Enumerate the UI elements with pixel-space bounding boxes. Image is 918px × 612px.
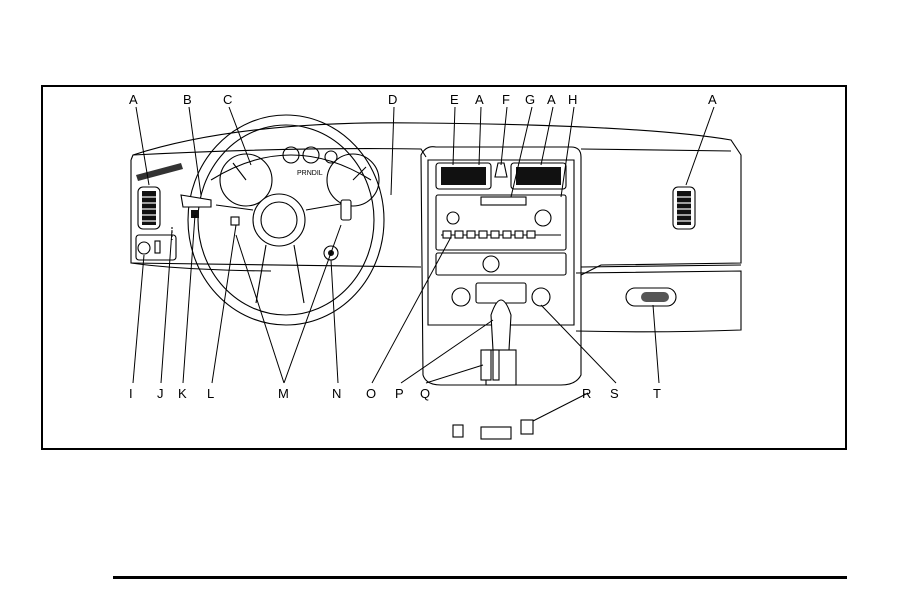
label-A: A [708,92,717,107]
bottom-labels: I J K L M N O P Q R S T [129,386,661,401]
label-I: I [129,386,133,401]
label-L: L [207,386,214,401]
right-climate-knob [532,288,550,306]
label-P: P [395,386,404,401]
center-stack [421,147,581,439]
left-steering-controls [231,217,239,225]
climate-controls [436,253,566,275]
label-G: G [525,92,535,107]
right-steering-controls [341,200,351,220]
label-K: K [178,386,187,401]
lower-switch-group [481,427,511,439]
gear-indicator-text: PRNDIL [297,170,323,177]
label-B: B [183,92,192,107]
label-A: A [129,92,138,107]
lower-switch [453,425,463,437]
glove-box [626,288,676,306]
steering-wheel [188,115,384,325]
label-T: T [653,386,661,401]
left-air-vent [138,187,160,229]
right-air-vent [673,187,695,229]
instrument-panel-diagram: P R N D I L [41,85,847,450]
label-E: E [450,92,459,107]
lower-switch [521,420,533,434]
left-climate-knob [452,288,470,306]
label-M: M [278,386,289,401]
label-H: H [568,92,577,107]
page-rule [113,576,847,579]
label-F: F [502,92,510,107]
left-defog-vent [136,163,183,181]
label-R: R [582,386,591,401]
label-S: S [610,386,619,401]
label-D: D [388,92,397,107]
instrument-cluster: PRNDIL [211,147,379,206]
label-N: N [332,386,341,401]
label-A: A [547,92,556,107]
label-O: O [366,386,376,401]
label-A: A [475,92,484,107]
hazard-button [495,163,507,177]
top-labels: A B C D E A F G A H A [129,92,717,107]
turn-signal-lever [181,195,211,218]
label-J: J [157,386,164,401]
label-Q: Q [420,386,430,401]
label-C: C [223,92,232,107]
